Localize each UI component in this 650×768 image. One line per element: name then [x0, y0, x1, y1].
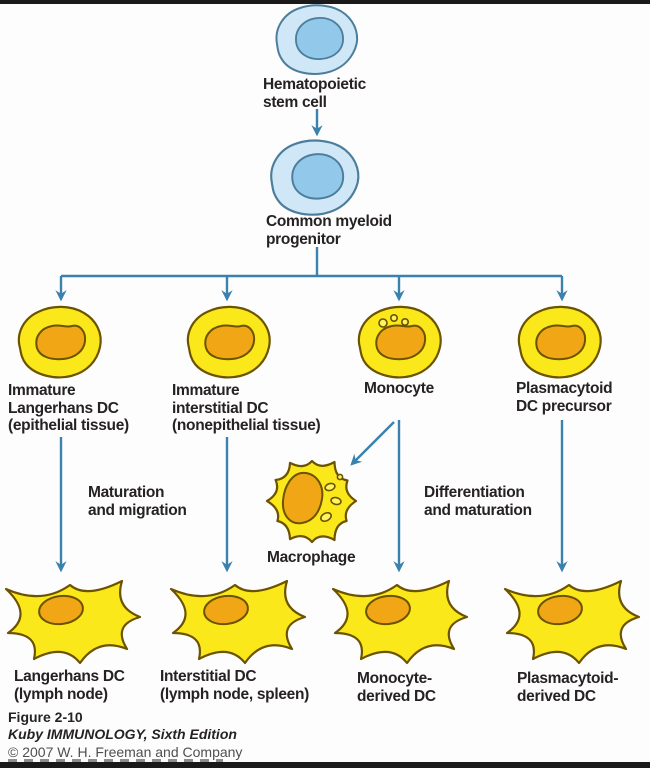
maturation-migration-label: Maturation and migration [88, 484, 187, 519]
arrow-monocyte-to-macrophage [350, 421, 395, 466]
monocyte-derived-dc-label: Monocyte- derived DC [357, 670, 436, 705]
bottom-black-bar [0, 762, 650, 768]
immature-interstitial-label: Immature interstitial DC (nonepithelial … [172, 382, 321, 434]
common-myeloid-progenitor-icon [270, 139, 360, 216]
monocyte-derived-dc-icon [331, 579, 469, 665]
plasmacytoid-dc-precursor-icon [517, 305, 602, 379]
langerhans-dc-icon [4, 579, 142, 665]
cutoff-text-fragment [8, 759, 223, 763]
hsc-label: Hematopoietic stem cell [263, 76, 366, 111]
top-black-bar [0, 0, 650, 4]
plasmacytoid-precursor-label: Plasmacytoid DC precursor [516, 380, 613, 415]
book-title: Kuby IMMUNOLOGY, Sixth Edition [8, 726, 237, 742]
interstitial-dc-label: Interstitial DC (lymph node, spleen) [160, 668, 310, 703]
plasmacytoid-derived-dc-icon [503, 579, 641, 665]
macrophage-label: Macrophage [267, 549, 356, 566]
macrophage-icon [265, 459, 358, 544]
figure-number: Figure 2-10 [8, 709, 83, 725]
immature-langerhans-dc-icon [17, 305, 102, 379]
interstitial-dc-icon [169, 579, 307, 665]
cmp-label: Common myeloid progenitor [266, 213, 392, 248]
immature-interstitial-dc-icon [186, 305, 271, 379]
differentiation-maturation-label: Differentiation and maturation [424, 484, 532, 519]
hematopoietic-stem-cell-icon [275, 4, 359, 75]
plasmacytoid-derived-dc-label: Plasmacytoid- derived DC [517, 670, 619, 705]
monocyte-icon [359, 307, 441, 377]
monocyte-label: Monocyte [364, 380, 434, 397]
copyright-line: © 2007 W. H. Freeman and Company [8, 744, 243, 760]
immature-langerhans-label: Immature Langerhans DC (epithelial tissu… [8, 382, 129, 434]
langerhans-dc-label: Langerhans DC (lymph node) [14, 668, 125, 703]
